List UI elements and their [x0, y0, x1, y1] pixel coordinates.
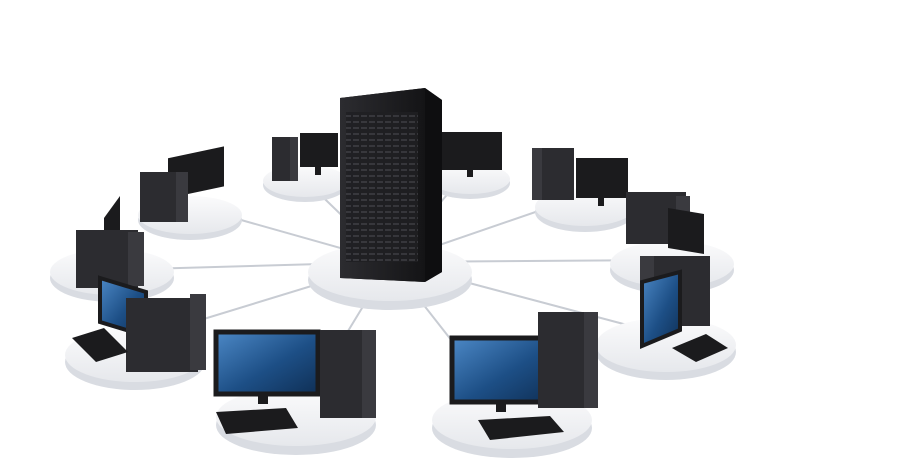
workstation-back-left — [263, 133, 347, 202]
workstation-left-upper — [138, 146, 242, 240]
workstation-back-right — [430, 132, 510, 199]
workstation-right-lower — [596, 256, 736, 380]
workstation-front-right — [432, 312, 598, 458]
workstation-right-upper — [532, 148, 635, 232]
workstation-front-left — [213, 329, 376, 455]
central-server — [308, 88, 472, 310]
workstation-left-lower — [65, 275, 206, 390]
